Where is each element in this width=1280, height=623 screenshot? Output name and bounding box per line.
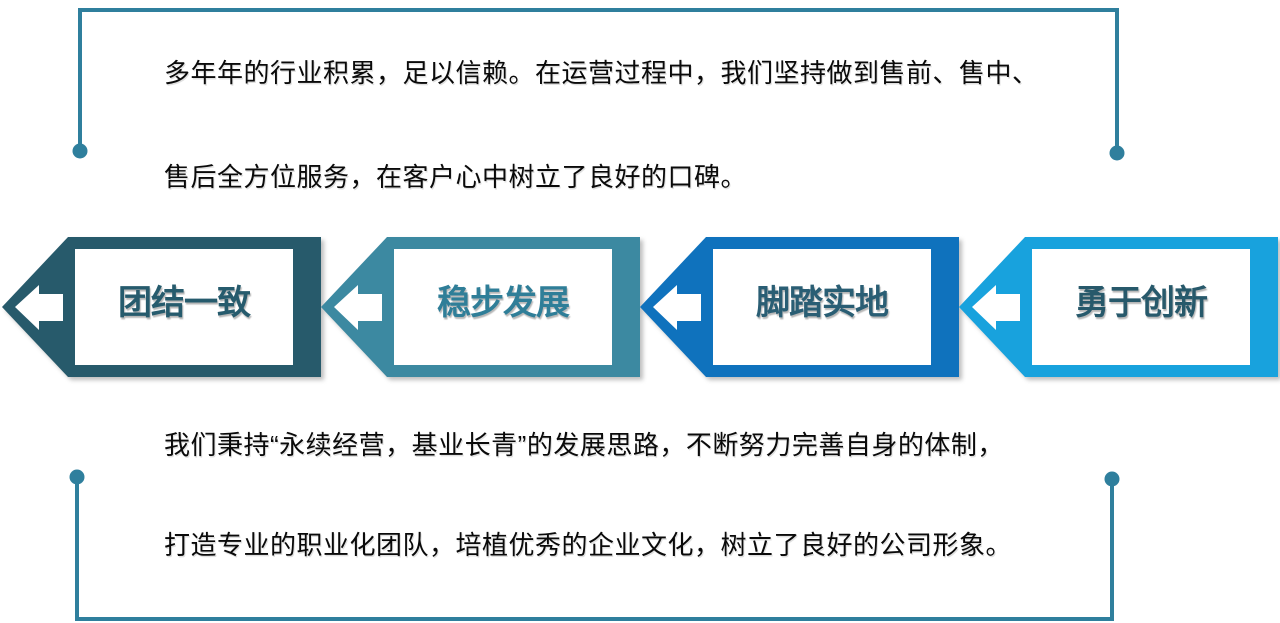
bracket-dot-bottom-right [1104, 471, 1120, 487]
label-panel [1032, 249, 1250, 365]
arrow-label: 脚踏实地 [756, 284, 889, 322]
label-panel [713, 249, 931, 365]
arrow-shape-unity: 团结一致 [2, 237, 321, 377]
left-arrow-icon [972, 285, 1020, 330]
bottom-paragraph-line-2: 打造专业的职业化团队，培植优秀的企业文化，树立了良好的公司形象。 [164, 530, 1013, 560]
arrow-shape-steady-development: 稳步发展 [321, 237, 640, 377]
left-arrow-icon [653, 285, 701, 330]
bracket-dot-top-right [1109, 145, 1125, 161]
arrow-shape-down-to-earth: 脚踏实地 [640, 237, 959, 377]
bracket-dot-bottom-left [69, 469, 85, 485]
label-panel [75, 249, 293, 365]
top-paragraph-line-1: 多年年的行业积累，足以信赖。在运营过程中，我们坚持做到售前、售中、 [164, 58, 1039, 88]
label-panel [394, 249, 612, 365]
left-arrow-icon [15, 285, 63, 330]
arrow-label: 团结一致 [118, 284, 251, 322]
arrow-shape-innovation: 勇于创新 [959, 237, 1278, 377]
left-arrow-icon [334, 285, 382, 330]
top-paragraph-line-2: 售后全方位服务，在客户心中树立了良好的口碑。 [164, 162, 748, 192]
arrow-label: 勇于创新 [1075, 284, 1208, 322]
bracket-dot-top-left [72, 143, 88, 159]
arrow-label: 稳步发展 [437, 284, 570, 322]
bottom-paragraph-line-1: 我们秉持“永续经营，基业长青”的发展思路，不断努力完善自身的体制， [164, 430, 1004, 460]
